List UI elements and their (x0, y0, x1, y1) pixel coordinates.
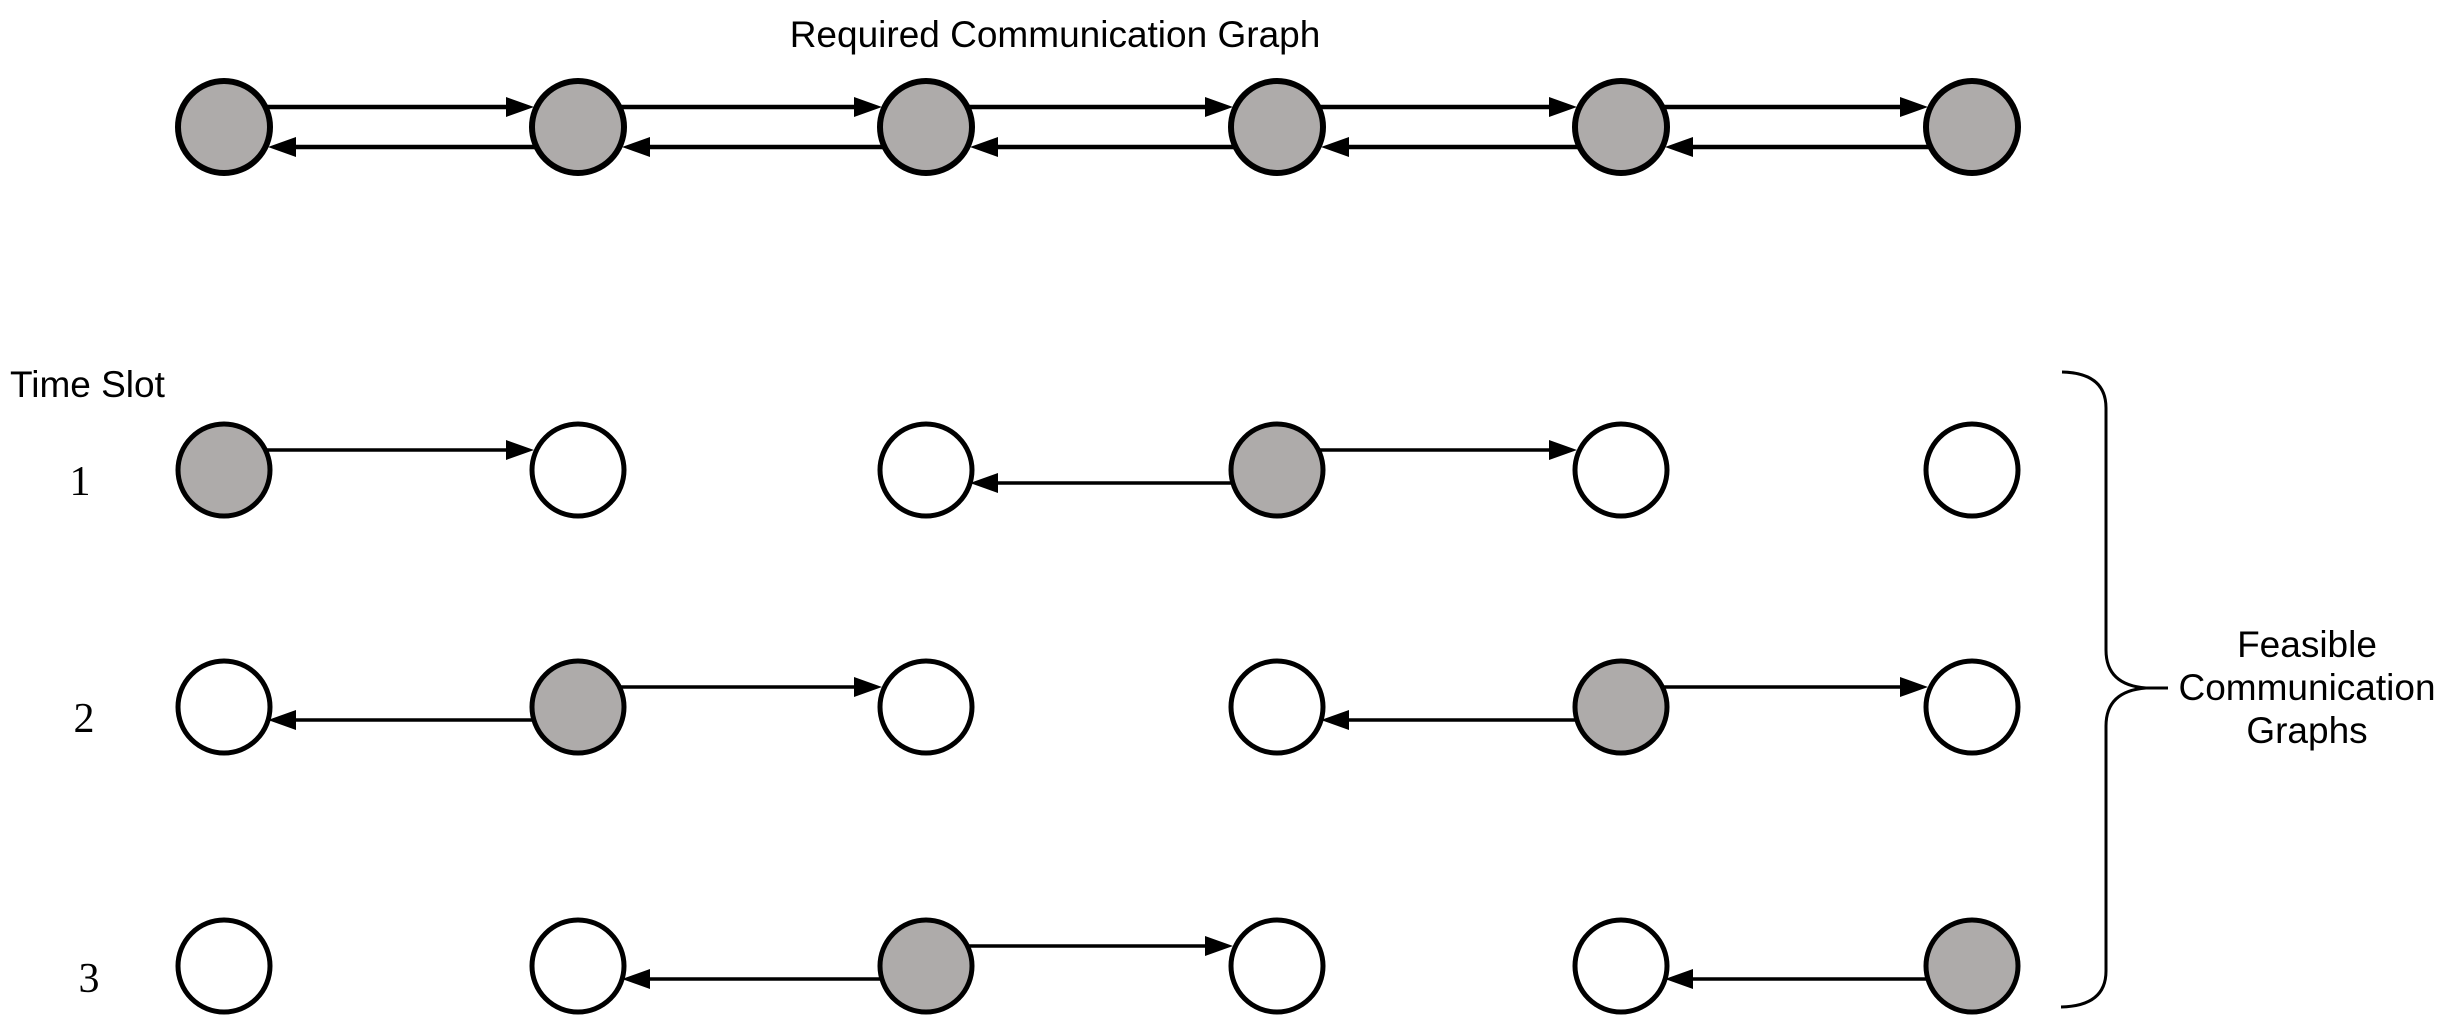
slot3-node-3 (877, 917, 975, 1015)
slot-3-label: 3 (78, 956, 100, 1002)
feasible-graphs-label: Feasible Communication Graphs (2178, 623, 2435, 752)
slot2-node-1 (175, 658, 273, 756)
slot3-edge-6-5-arrowhead (1665, 969, 1693, 989)
feasible-brace-top (2061, 370, 2168, 690)
required-edge-3-2-arrowhead (622, 137, 650, 157)
required-node-1 (175, 78, 273, 176)
slot2-node-4 (1228, 658, 1326, 756)
required-edge-5-4-arrowhead (1321, 137, 1349, 157)
slot1-edge-4-3-arrowhead (970, 473, 998, 493)
slot2-edge-2-1-arrowhead (268, 710, 296, 730)
slot1-node-3 (877, 421, 975, 519)
slot2-node-3 (877, 658, 975, 756)
slot-2-graph (175, 658, 2021, 756)
slot-1-graph (175, 421, 2021, 519)
feasible-label-line: Communication (2178, 667, 2436, 708)
slot-2-label: 2 (73, 696, 95, 742)
required-node-5 (1572, 78, 1670, 176)
time-slot-heading: Time Slot (10, 364, 165, 405)
slot3-node-6 (1923, 917, 2021, 1015)
slot1-node-6 (1923, 421, 2021, 519)
required-edge-1-2-arrowhead (506, 97, 534, 117)
slot1-edge-4-5-arrowhead (1549, 440, 1577, 460)
slot2-node-5 (1572, 658, 1670, 756)
slot2-edge-2-3-arrowhead (854, 677, 882, 697)
slot3-edge-3-2-arrowhead (622, 969, 650, 989)
slot-1-label: 1 (69, 459, 91, 505)
slot1-edge-1-2-arrowhead (506, 440, 534, 460)
required-edge-5-6-arrowhead (1900, 97, 1928, 117)
slot-graphs (175, 421, 2021, 1015)
required-edge-2-3-arrowhead (854, 97, 882, 117)
required-edge-4-5-arrowhead (1549, 97, 1577, 117)
required-graph-title: Required Communication Graph (789, 14, 1321, 55)
required-edge-2-1-arrowhead (268, 137, 296, 157)
feasible-label-line: Feasible (2237, 624, 2377, 665)
required-edge-4-3-arrowhead (970, 137, 998, 157)
slot3-node-2 (529, 917, 627, 1015)
slot2-edge-5-6-arrowhead (1900, 677, 1928, 697)
slot3-edge-3-4-arrowhead (1205, 936, 1233, 956)
slot1-node-5 (1572, 421, 1670, 519)
slot1-node-1 (175, 421, 273, 519)
feasible-label-line: Graphs (2246, 710, 2368, 751)
slot2-node-6 (1923, 658, 2021, 756)
required-edge-3-4-arrowhead (1205, 97, 1233, 117)
slot1-node-2 (529, 421, 627, 519)
required-node-4 (1228, 78, 1326, 176)
required-graph (175, 78, 2021, 176)
required-edge-6-5-arrowhead (1665, 137, 1693, 157)
slot2-node-2 (529, 658, 627, 756)
slot1-node-4 (1228, 421, 1326, 519)
required-node-6 (1923, 78, 2021, 176)
slot3-node-5 (1572, 917, 1670, 1015)
required-node-3 (877, 78, 975, 176)
feasible-brace-bottom (2060, 686, 2147, 1009)
slot2-edge-5-4-arrowhead (1321, 710, 1349, 730)
slot3-node-1 (175, 917, 273, 1015)
required-node-2 (529, 78, 627, 176)
slot3-node-4 (1228, 917, 1326, 1015)
slot-3-graph (175, 917, 2021, 1015)
